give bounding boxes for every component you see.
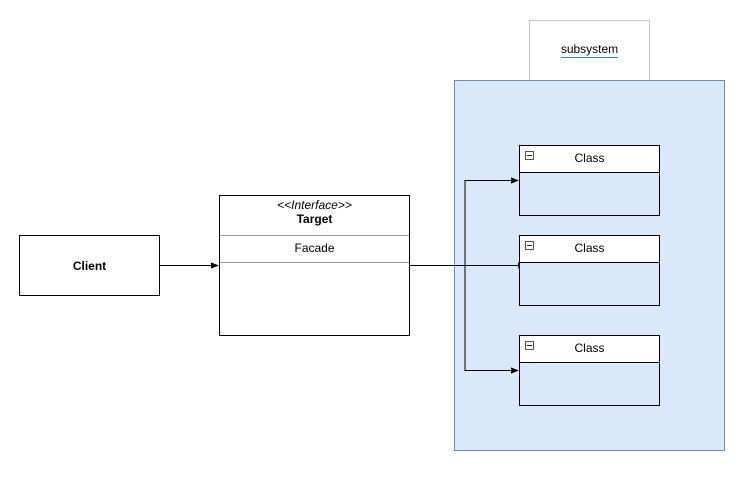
target-title: Target xyxy=(296,212,333,226)
subsystem-tab: subsystem xyxy=(529,20,650,81)
collapse-icon[interactable] xyxy=(525,241,534,250)
class-label: Class xyxy=(574,341,605,355)
facade-operation: Facade xyxy=(220,236,409,263)
collapse-icon[interactable] xyxy=(525,151,534,160)
class-label: Class xyxy=(574,241,605,255)
class-header: Class xyxy=(520,336,659,363)
target-interface-box: <<Interface>> Target Facade xyxy=(219,195,410,336)
class-box-2: Class xyxy=(519,235,660,306)
subsystem-label: subsystem xyxy=(560,42,619,58)
client-box: Client xyxy=(19,235,160,296)
target-header: <<Interface>> Target xyxy=(220,196,409,236)
class-box-1: Class xyxy=(519,145,660,216)
collapse-icon[interactable] xyxy=(525,341,534,350)
client-label: Client xyxy=(72,258,107,273)
class-box-3: Class xyxy=(519,335,660,406)
class-label: Class xyxy=(574,151,605,165)
target-to-class-3-arrow xyxy=(464,265,519,374)
target-to-class-1-arrow xyxy=(464,177,519,266)
class-header: Class xyxy=(520,236,659,263)
class-header: Class xyxy=(520,146,659,173)
interface-stereotype: <<Interface>> xyxy=(277,198,352,212)
